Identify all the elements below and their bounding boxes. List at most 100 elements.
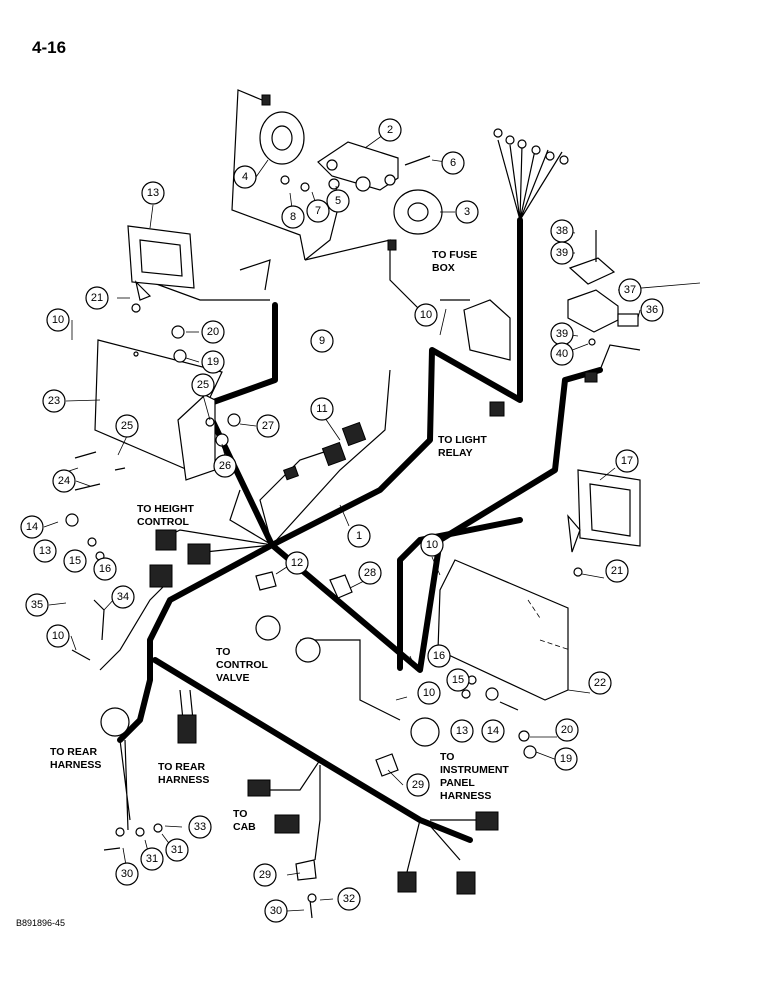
svg-text:12: 12 xyxy=(291,557,303,569)
svg-text:37: 37 xyxy=(624,284,636,296)
callout-29-b: 29 xyxy=(253,863,277,887)
svg-text:10: 10 xyxy=(426,539,438,551)
callout-36: 36 xyxy=(640,298,664,322)
svg-text:29: 29 xyxy=(259,869,271,881)
callout-30-b: 30 xyxy=(264,899,288,923)
svg-text:23: 23 xyxy=(48,395,60,407)
svg-text:16: 16 xyxy=(433,650,445,662)
svg-text:36: 36 xyxy=(646,304,658,316)
callout-24: 24 xyxy=(52,469,76,493)
svg-text:VALVE: VALVE xyxy=(216,672,249,684)
svg-text:24: 24 xyxy=(58,475,70,487)
svg-text:29: 29 xyxy=(412,779,424,791)
callout-16-b: 16 xyxy=(427,644,451,668)
svg-text:21: 21 xyxy=(91,292,103,304)
callout-18: 13 xyxy=(141,181,165,205)
callout-17: 17 xyxy=(615,449,639,473)
svg-text:HARNESS: HARNESS xyxy=(50,759,101,771)
label-to-height-control: TO HEIGHT CONTROL xyxy=(137,503,195,528)
callout-25-a: 25 xyxy=(191,373,215,397)
callout-13-b: 13 xyxy=(450,719,474,743)
svg-text:38: 38 xyxy=(556,225,568,237)
svg-text:3: 3 xyxy=(464,206,470,218)
callout-37: 37 xyxy=(618,278,642,302)
svg-text:40: 40 xyxy=(556,348,568,360)
svg-text:TO: TO xyxy=(233,808,247,820)
callout-4: 4 xyxy=(233,165,257,189)
svg-text:30: 30 xyxy=(121,868,133,880)
label-to-rear-harness-left: TO REAR HARNESS xyxy=(50,746,101,771)
harness-connectors xyxy=(100,371,598,895)
svg-text:28: 28 xyxy=(364,567,376,579)
callout-10-d: 10 xyxy=(46,624,70,648)
callout-10-c: 10 xyxy=(420,533,444,557)
svg-text:CONTROL: CONTROL xyxy=(216,659,268,671)
callout-21-a: 21 xyxy=(85,286,109,310)
callout-20-b: 20 xyxy=(555,718,579,742)
svg-text:TO LIGHT: TO LIGHT xyxy=(438,434,487,446)
callout-20-a: 20 xyxy=(201,320,225,344)
callout-6: 6 xyxy=(441,151,465,175)
callout-10-e: 10 xyxy=(417,681,441,705)
svg-text:4: 4 xyxy=(242,171,248,183)
callout-15-a: 15 xyxy=(63,549,87,573)
callout-40: 40 xyxy=(550,342,574,366)
callout-2: 2 xyxy=(378,118,402,142)
callout-5: 5 xyxy=(326,189,350,213)
callout-13-a: 13 xyxy=(33,539,57,563)
svg-text:15: 15 xyxy=(69,555,81,567)
svg-text:33: 33 xyxy=(194,821,206,833)
svg-text:13: 13 xyxy=(147,187,159,199)
svg-text:39: 39 xyxy=(556,247,568,259)
label-to-cab: TO CAB xyxy=(233,808,256,833)
svg-text:21: 21 xyxy=(611,565,623,577)
svg-text:19: 19 xyxy=(560,753,572,765)
callout-38: 38 xyxy=(550,219,574,243)
svg-text:11: 11 xyxy=(316,403,327,415)
callout-31-a: 31 xyxy=(165,838,189,862)
label-to-rear-harness-right: TO REAR HARNESS xyxy=(158,761,209,786)
svg-text:INSTRUMENT: INSTRUMENT xyxy=(440,764,509,776)
thin-wires xyxy=(99,89,641,881)
svg-text:6: 6 xyxy=(450,157,456,169)
svg-text:CAB: CAB xyxy=(233,821,256,833)
callout-25-b: 25 xyxy=(115,414,139,438)
svg-text:TO HEIGHT: TO HEIGHT xyxy=(137,503,195,515)
svg-text:TO FUSE: TO FUSE xyxy=(432,249,477,261)
callout-34: 34 xyxy=(111,585,135,609)
fuse-box-connector xyxy=(463,299,511,417)
svg-text:22: 22 xyxy=(594,677,606,689)
svg-text:16: 16 xyxy=(99,563,111,575)
svg-text:TO: TO xyxy=(216,646,230,658)
callout-14-a: 14 xyxy=(20,515,44,539)
svg-text:TO REAR: TO REAR xyxy=(50,746,97,758)
svg-text:BOX: BOX xyxy=(432,262,455,274)
angle-bracket xyxy=(177,394,216,481)
callout-19-a: 19 xyxy=(201,350,225,374)
floodlight-18 xyxy=(127,225,195,301)
svg-text:9: 9 xyxy=(319,335,325,347)
callout-23: 23 xyxy=(42,389,66,413)
figure-code: B891896-45 xyxy=(16,918,66,928)
svg-text:25: 25 xyxy=(121,420,133,432)
page-number: 4-16 xyxy=(32,38,67,57)
svg-text:10: 10 xyxy=(52,630,64,642)
work-light-right xyxy=(387,189,443,251)
svg-text:20: 20 xyxy=(561,724,573,736)
svg-text:14: 14 xyxy=(26,521,38,533)
svg-text:17: 17 xyxy=(621,455,633,467)
svg-text:25: 25 xyxy=(197,379,209,391)
svg-text:32: 32 xyxy=(343,893,355,905)
callout-29-a: 29 xyxy=(406,773,430,797)
svg-text:20: 20 xyxy=(207,326,219,338)
label-to-control-valve: TO CONTROL VALVE xyxy=(216,646,268,684)
relay xyxy=(567,230,639,346)
svg-text:RELAY: RELAY xyxy=(438,447,473,459)
callout-39-a: 39 xyxy=(550,241,574,265)
hardware xyxy=(65,303,583,919)
callout-21-b: 21 xyxy=(605,559,629,583)
floodlight-17 xyxy=(567,469,641,553)
callout-1: 1 xyxy=(347,524,371,548)
callout-26: 26 xyxy=(213,454,237,478)
callout-22: 22 xyxy=(588,671,612,695)
